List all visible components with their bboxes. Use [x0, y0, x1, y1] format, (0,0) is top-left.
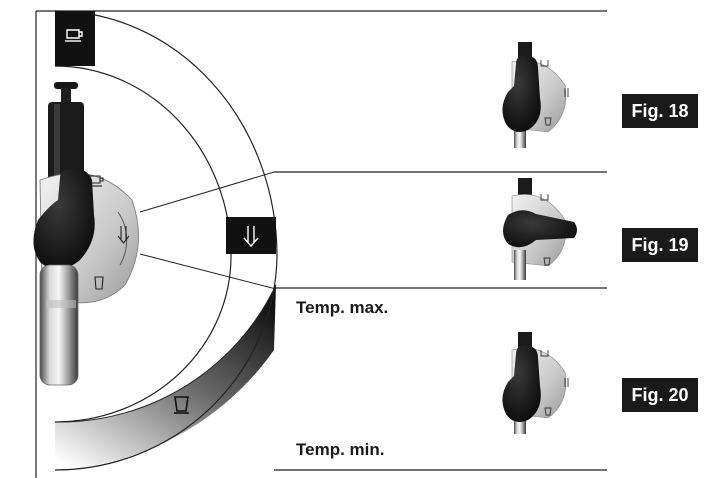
steam-marker: [226, 217, 276, 254]
cup-marker-icon: [65, 29, 83, 42]
fig-18-label: Fig. 18: [622, 94, 698, 128]
selector-lever: [33, 168, 95, 270]
steam-wand-main: [33, 82, 139, 386]
small-wand-fig18: [502, 42, 569, 148]
small-wand-fig20: [502, 332, 569, 434]
frame-lines: [35, 10, 607, 478]
temperature-gradient-band: [55, 285, 276, 470]
temperature-band-outline: [54, 284, 277, 423]
small-wand-fig19: [503, 178, 577, 280]
dial-glass-icon: [94, 276, 104, 290]
temp-min-label: Temp. min.: [296, 440, 385, 459]
fig-19-label: Fig. 19: [622, 228, 698, 262]
steam-marker-icon: [243, 226, 259, 248]
glass-band-icon: [174, 396, 189, 414]
cup-marker: [55, 11, 95, 66]
pointer-lines: [139, 171, 277, 290]
fig-20-label: Fig. 20: [622, 378, 698, 412]
temp-max-label: Temp. max.: [296, 298, 389, 317]
dial-steam-icon: [117, 226, 130, 244]
selector-arcs: [54, 10, 278, 471]
